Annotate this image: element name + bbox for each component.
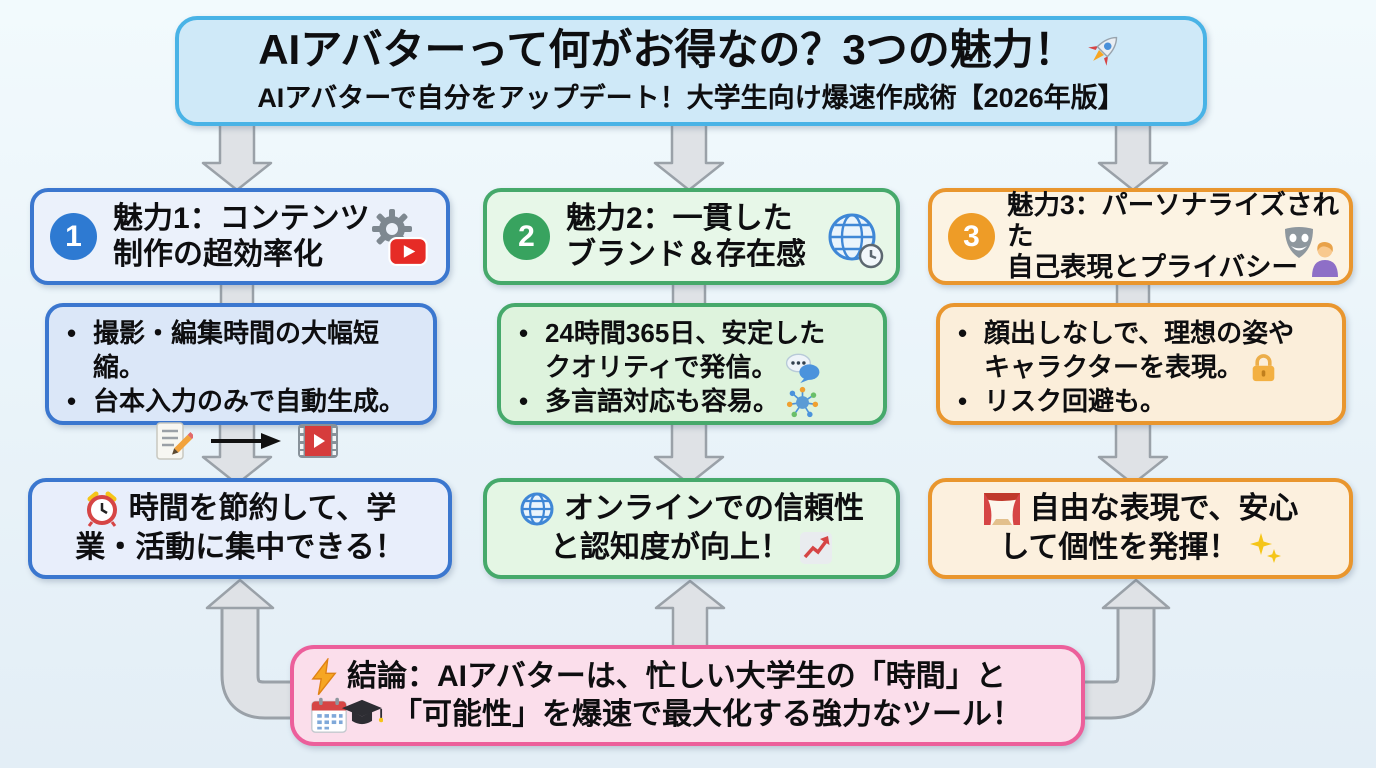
arrow-col3-mid-to-result	[1097, 419, 1169, 486]
memo-pencil-icon	[156, 422, 193, 461]
youtube-play-icon	[388, 237, 428, 266]
rocket-icon	[1087, 36, 1117, 66]
alarm-clock-icon	[86, 491, 117, 528]
elbow-connectors	[220, 606, 1156, 720]
col1-benefits-box: 撮影・編集時間の大幅短縮。 台本入力のみで自動生成。	[45, 303, 437, 461]
arrow-conclusion-to-col1	[205, 578, 275, 610]
gear-icon	[372, 209, 412, 249]
arrow-title-to-col2	[653, 120, 725, 192]
arrow-col2-mid-to-result	[653, 419, 725, 486]
col2-result-box: オンラインでの信頼性 と認知度が向上！	[483, 478, 900, 579]
col1-result-box: 時間を節約して、学 業・活動に集中できる！	[28, 478, 452, 579]
col3-header-title: 魅力3：パーソナライズされた 自己表現とプライバシー	[1007, 189, 1339, 283]
lock-icon	[1252, 354, 1275, 382]
conclusion-box: 結論：AIアバターは、忙しい大学生の「時間」と 「可能性」を爆速で	[290, 645, 1085, 746]
bullet-marker	[519, 317, 545, 385]
col1-header-title: 魅力1：コンテンツ 制作の超効率化	[113, 202, 370, 271]
list-item: リスク回避も。	[958, 385, 1334, 419]
arrow-col1-mid-to-result	[201, 419, 273, 486]
lightning-icon	[311, 657, 337, 695]
bullet-marker	[67, 317, 93, 385]
col3-header-box: 3 魅力3：パーソナライズされた 自己表現とプライバシー	[928, 188, 1353, 285]
sparkles-icon	[1249, 532, 1281, 563]
arrow-title-to-col3	[1097, 120, 1169, 192]
page-subtitle: AIアバターで自分をアップデート！大学生向け爆速作成術【2026年版】	[257, 83, 1125, 114]
col1-header-box: 1 魅力1：コンテンツ 制作の超効率化	[30, 188, 450, 285]
title-box: AIアバターって何がお得なの？3つの魅力！ AIアバターで自分をアップデート！大…	[175, 16, 1207, 126]
bullet-marker	[958, 385, 984, 419]
theater-mask-icon	[1285, 227, 1313, 258]
globe-icon	[520, 492, 554, 526]
long-arrow-icon	[211, 433, 281, 450]
col3-result-box: 自由な表現で、安心 して個性を発揮！	[928, 478, 1353, 579]
stage-curtain-icon	[983, 493, 1020, 526]
arrow-title-to-col1	[201, 120, 273, 192]
list-item: 撮影・編集時間の大幅短縮。	[67, 317, 425, 385]
col2-number-badge: 2	[503, 213, 550, 260]
calendar-icon	[311, 697, 347, 733]
bullet-marker	[958, 317, 984, 385]
script-to-video-flow	[67, 421, 425, 461]
speech-bubble-icon	[786, 354, 820, 384]
film-play-icon	[298, 424, 338, 459]
bullet-marker	[519, 385, 545, 420]
col3-benefits-box: 顔出しなしで、理想の姿や キャラクターを表現。 リスク回避も。	[936, 303, 1346, 425]
col2-benefits-box: 24時間365日、安定した クオリティで発信。 多言語対応も容易。	[497, 303, 887, 425]
bullet-marker	[67, 385, 93, 419]
person-icon	[1312, 242, 1338, 277]
list-item: 顔出しなしで、理想の姿や キャラクターを表現。	[958, 317, 1334, 385]
arrow-conclusion-to-col3	[1101, 578, 1171, 610]
list-item: 多言語対応も容易。	[519, 385, 875, 420]
globe-clock-icon	[828, 213, 884, 269]
col2-header-box: 2 魅力2：一貫した ブランド＆存在感	[483, 188, 900, 285]
chart-up-icon	[800, 531, 832, 564]
graduation-cap-icon	[341, 699, 383, 725]
list-item: 台本入力のみで自動生成。	[67, 385, 425, 419]
col3-number-badge: 3	[948, 213, 995, 260]
network-icon	[786, 387, 819, 418]
col2-header-title: 魅力2：一貫した ブランド＆存在感	[566, 202, 806, 271]
col1-number-badge: 1	[50, 213, 97, 260]
list-item: 24時間365日、安定した クオリティで発信。	[519, 317, 875, 385]
page-title: AIアバターって何がお得なの？3つの魅力！	[258, 25, 1076, 73]
